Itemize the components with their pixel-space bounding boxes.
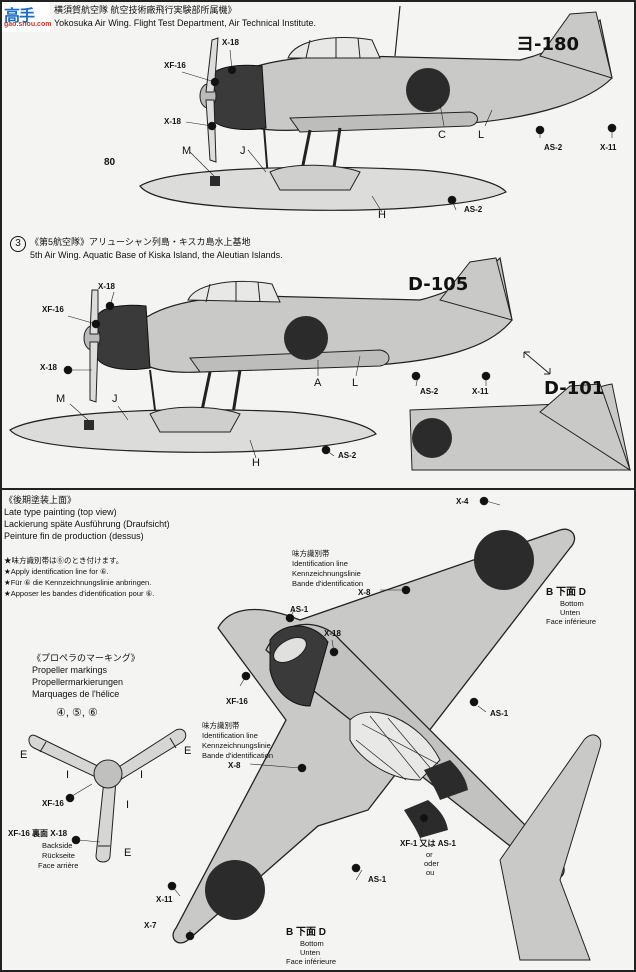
propeller-label-e1: E	[20, 749, 28, 761]
section3-label-x18-top: X-18	[98, 282, 115, 291]
swap-arrow	[523, 351, 551, 375]
propeller-title-de: Propellermarkierungen	[32, 677, 124, 687]
topview-note-de: ★Für ⑥ die Kennzeichnungslinie anbringen…	[4, 578, 152, 587]
section1-label-xf16: XF-16	[164, 61, 186, 70]
topview-title-en: Late type painting (top view)	[4, 507, 117, 517]
topview-label-x7: X-7	[144, 921, 157, 930]
aircraft-top-view	[172, 528, 602, 961]
aircraft-side-view-3	[9, 256, 513, 453]
underside-2-fr: Face inférieure	[286, 957, 337, 966]
id-line-2-en: Identification line	[202, 731, 258, 740]
topview-label-x11: X-11	[156, 895, 173, 904]
topview-label-as1-b: AS-1	[490, 709, 509, 718]
topview-label-x4: X-4	[456, 497, 469, 506]
propeller-backside-fr: Face arrière	[38, 861, 79, 870]
section3-tail-code: D-105	[408, 274, 469, 295]
section1-title-en: Yokosuka Air Wing. Flight Test Departmen…	[54, 18, 316, 28]
aircraft-side-view-1	[139, 5, 613, 211]
propeller-label-i3: I	[126, 799, 130, 811]
section1-label-l: L	[478, 129, 485, 141]
watermark: 高手 gao.shou.com	[2, 2, 52, 32]
underside-1-fr: Face inférieure	[546, 617, 597, 626]
id-line-2-fr: Bande d'identification	[202, 751, 274, 760]
propeller-title-en: Propeller markings	[32, 665, 108, 675]
section3-label-h: H	[252, 457, 260, 469]
topview-label-or: or	[426, 850, 433, 859]
section1-label-as2-float: AS-2	[464, 205, 483, 214]
section3-label-as2-float: AS-2	[338, 451, 357, 460]
section1-label-as2-body: AS-2	[544, 143, 563, 152]
topview-note-fr: ★Apposer les bandes d'identification pou…	[4, 589, 155, 598]
propeller-drawing	[28, 728, 187, 863]
propeller-backside-de: Rückseite	[42, 851, 75, 860]
topview-label-ou: ou	[426, 868, 435, 877]
section3-label-l: L	[352, 377, 359, 389]
underside-1-en: Bottom	[560, 599, 584, 608]
propeller-variants: ④, ⑤, ⑥	[56, 707, 98, 719]
section1-float-number: 80	[104, 157, 116, 168]
section1-title-jp: 横須賀航空隊 航空技術廠飛行実験部所属機》	[54, 5, 237, 15]
underside-2-de: Unten	[300, 948, 321, 957]
section1-tail-code: ヨ-180	[516, 34, 580, 55]
alt-tail-view	[409, 383, 631, 472]
watermark-title: 高手	[4, 8, 35, 25]
underside-2-code: B 下面 D	[286, 927, 326, 938]
section3-label-x18-mid: X-18	[40, 363, 57, 372]
section1-label-x18-top: X-18	[222, 38, 239, 47]
topview-title-jp: 《後期塗装上面》	[4, 495, 77, 505]
id-line-1-en: Identification line	[292, 559, 348, 568]
id-line-2-de: Kennzeichnungslinie	[202, 741, 271, 750]
id-line-2-jp: 味方識別帯	[202, 721, 240, 730]
id-line-2-code: X-8	[228, 761, 241, 770]
topview-title-fr: Peinture fin de production (dessus)	[4, 531, 144, 541]
propeller-label-xf16-b: XF-16 裏面 X-18	[8, 829, 68, 838]
topview-label-x18: X-18	[324, 629, 341, 638]
id-line-1-fr: Bande d'identification	[292, 579, 364, 588]
section3-title-jp: 《第5航空隊》アリューシャン列島・キスカ島水上基地	[30, 237, 251, 247]
topview-label-xf16: XF-16	[226, 697, 248, 706]
propeller-backside-en: Backside	[42, 841, 73, 850]
propeller-title-jp: 《プロペラのマーキング》	[32, 653, 140, 663]
propeller-title-fr: Marquages de l'hélice	[32, 689, 120, 699]
topview-title-de: Lackierung späte Ausführung (Draufsicht)	[4, 519, 170, 529]
section1-label-j: J	[240, 145, 246, 157]
section3-label-x11: X-11	[472, 387, 489, 396]
propeller-label-e3: E	[124, 847, 132, 859]
underside-1-de: Unten	[560, 608, 581, 617]
leader-lines	[63, 49, 617, 941]
section1-label-x18-mid: X-18	[164, 117, 181, 126]
topview-note-en: ★Apply identification line for ⑥.	[4, 567, 109, 576]
section3-label-a: A	[314, 377, 322, 389]
section1-label-x11: X-11	[600, 143, 617, 152]
section3-label-m: M	[56, 393, 66, 405]
propeller-label-e2: E	[184, 745, 192, 757]
section1-label-h: H	[378, 209, 386, 221]
topview-note-jp: ★味方識別帯は⑥のとき付けます。	[4, 556, 124, 565]
id-line-1-jp: 味方識別帯	[292, 549, 330, 558]
underside-1-code: B 下面 D	[546, 587, 586, 598]
topview-label-oder: oder	[424, 859, 440, 868]
section3-tail-code-alt: D-101	[544, 378, 605, 399]
topview-label-as1-c: AS-1	[368, 875, 387, 884]
propeller-label-xf16-a: XF-16	[42, 799, 64, 808]
section3-number: 3	[10, 236, 26, 252]
id-line-1-de: Kennzeichnungslinie	[292, 569, 361, 578]
section3-label-as2-body: AS-2	[420, 387, 439, 396]
underside-2-en: Bottom	[300, 939, 324, 948]
propeller-label-i2: I	[140, 769, 144, 781]
watermark-url: gao.shou.com	[4, 21, 52, 28]
section3-label-j: J	[112, 393, 118, 405]
section1-label-c: C	[438, 129, 446, 141]
section1-label-m: M	[182, 145, 192, 157]
section3-title-en: 5th Air Wing. Aquatic Base of Kiska Isla…	[30, 250, 283, 260]
topview-label-xf1: XF-1 又は AS-1	[400, 839, 457, 848]
topview-label-as1-a: AS-1	[290, 605, 309, 614]
propeller-label-i1: I	[66, 769, 70, 781]
section3-label-xf16: XF-16	[42, 305, 64, 314]
id-line-1-code: X-8	[358, 588, 371, 597]
